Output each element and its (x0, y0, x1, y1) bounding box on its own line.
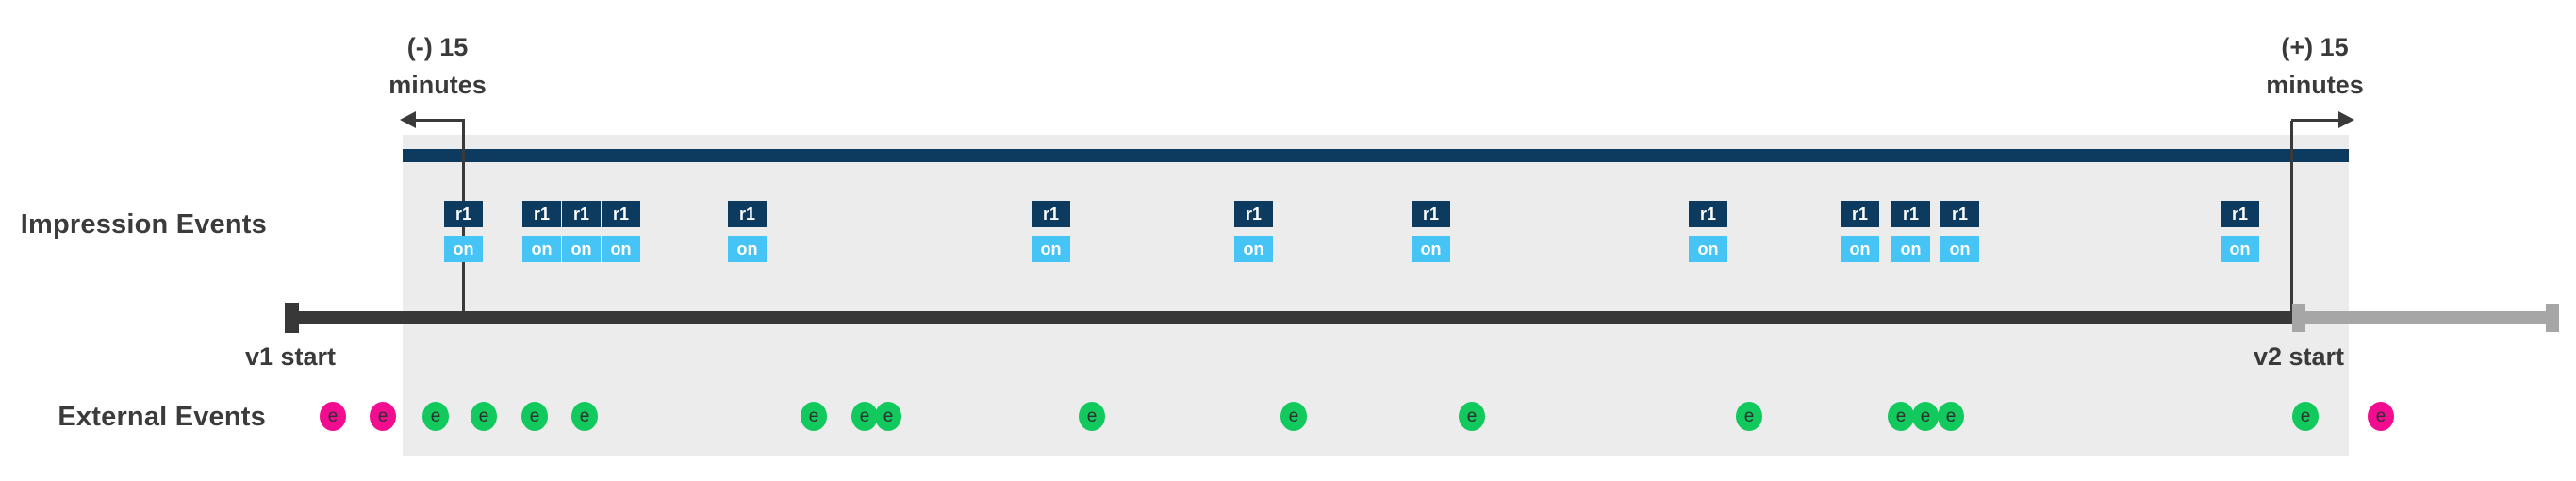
impression-r1-box: r1 (602, 201, 640, 227)
impression-on-box: on (522, 236, 561, 262)
impression-r1-box: r1 (2221, 201, 2259, 227)
external-event-dot-green: e (875, 402, 901, 431)
impression-event-group: r1 on (2221, 201, 2259, 262)
impression-event-group: r1 on (728, 201, 767, 262)
external-event-dot-green: e (1280, 402, 1307, 431)
impression-on-box: on (1689, 236, 1727, 262)
v2-start-cap (2292, 304, 2305, 332)
impression-event-group: r1 on (1891, 201, 1930, 262)
campaign-window-bar (403, 149, 2349, 162)
impression-event-group: r1 on (1940, 201, 1979, 262)
impression-event-group: r1 on (1841, 201, 1879, 262)
v1-start-cap (285, 303, 299, 333)
external-event-dot-green: e (1459, 402, 1485, 431)
external-event-dot-green: e (1912, 402, 1939, 431)
impression-r1-box: r1 (522, 201, 561, 227)
impression-event-group: r1 on (1234, 201, 1273, 262)
external-event-dot-green: e (1736, 402, 1762, 431)
external-event-dot-magenta: e (320, 402, 346, 431)
minus-window-label: (-) 15 minutes (353, 28, 522, 104)
external-event-dot-green: e (571, 402, 598, 431)
plus-arrow-line (2291, 119, 2339, 122)
impression-on-box: on (1234, 236, 1273, 262)
impression-r1-box: r1 (1841, 201, 1879, 227)
external-event-dot-green: e (1938, 402, 1964, 431)
external-event-dot-green: e (471, 402, 497, 431)
external-event-dot-green: e (801, 402, 827, 431)
analysis-window-panel (403, 135, 2349, 456)
impression-on-box: on (1032, 236, 1070, 262)
impression-event-group: r1 on (562, 201, 601, 262)
plus-window-value: (+) 15 (2281, 33, 2349, 61)
minus-window-value: (-) 15 (406, 33, 469, 61)
minus-window-unit: minutes (388, 71, 487, 99)
impression-r1-box: r1 (1234, 201, 1273, 227)
impression-on-box: on (1891, 236, 1930, 262)
impression-r1-box: r1 (728, 201, 767, 227)
impression-on-box: on (1940, 236, 1979, 262)
v2-timeline-bar (2294, 311, 2552, 324)
external-event-dot-green: e (1079, 402, 1105, 431)
impression-events-label: Impression Events (20, 209, 267, 240)
v1-start-label: v1 start (244, 342, 337, 371)
impression-event-group: r1 on (1032, 201, 1070, 262)
impression-on-box: on (2221, 236, 2259, 262)
v1-timeline-bar (285, 311, 2294, 324)
external-event-dot-green: e (422, 402, 449, 431)
minus-arrow-left-icon (400, 111, 416, 128)
impression-on-box: on (728, 236, 767, 262)
impression-r1-box: r1 (1940, 201, 1979, 227)
external-event-dot-green: e (521, 402, 548, 431)
impression-event-group: r1 on (444, 201, 483, 262)
plus-window-unit: minutes (2266, 71, 2364, 99)
timeline-end-cap (2546, 304, 2559, 332)
impression-event-group: r1 on (522, 201, 561, 262)
plus-window-label: (+) 15 minutes (2230, 28, 2400, 104)
impression-r1-box: r1 (1891, 201, 1930, 227)
impression-r1-box: r1 (444, 201, 483, 227)
external-events-label: External Events (58, 402, 266, 432)
impression-event-group: r1 on (602, 201, 640, 262)
external-event-dot-magenta: e (370, 402, 396, 431)
impression-r1-box: r1 (1032, 201, 1070, 227)
external-event-dot-green: e (851, 402, 878, 431)
plus-arrow-right-icon (2338, 111, 2354, 128)
impression-r1-box: r1 (1689, 201, 1727, 227)
impression-on-box: on (444, 236, 483, 262)
external-event-dot-green: e (2292, 402, 2319, 431)
impression-r1-box: r1 (562, 201, 601, 227)
impression-on-box: on (602, 236, 640, 262)
impression-event-group: r1 on (1412, 201, 1450, 262)
plus-window-boundary-line (2290, 121, 2293, 311)
v2-start-label: v2 start (2253, 342, 2345, 371)
impression-on-box: on (1841, 236, 1879, 262)
external-event-dot-magenta: e (2368, 402, 2394, 431)
impression-on-box: on (562, 236, 601, 262)
impression-event-group: r1 on (1689, 201, 1727, 262)
external-event-dot-green: e (1888, 402, 1914, 431)
minus-arrow-line (413, 119, 465, 122)
impression-r1-box: r1 (1412, 201, 1450, 227)
impression-on-box: on (1412, 236, 1450, 262)
